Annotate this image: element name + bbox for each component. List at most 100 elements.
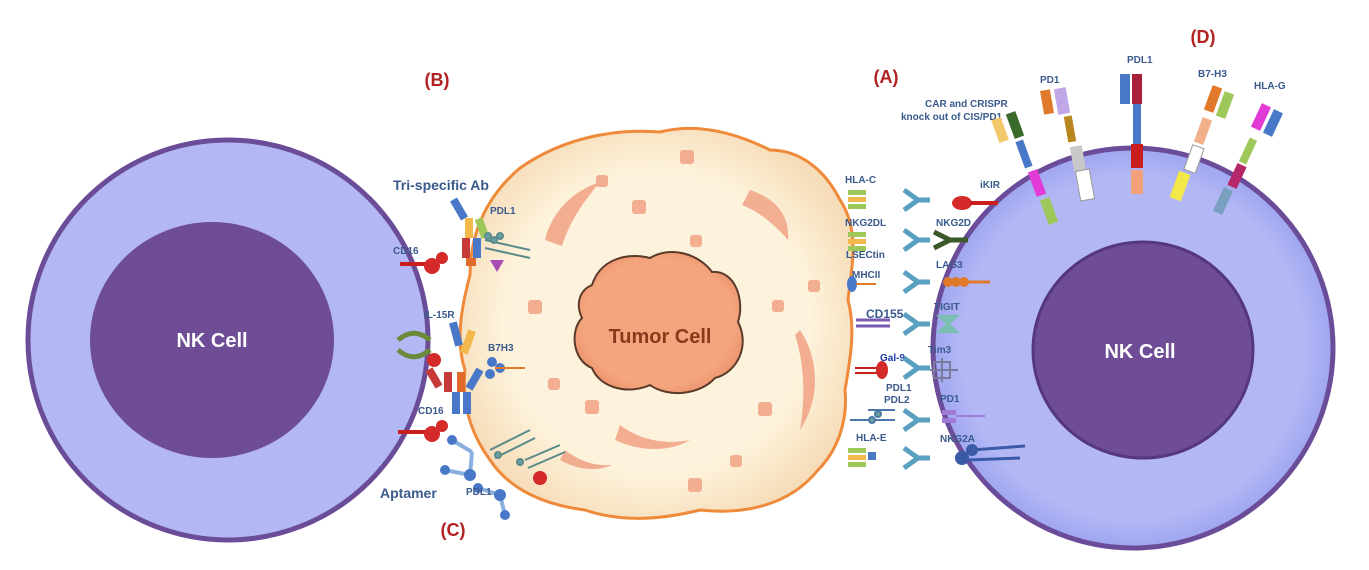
panel-label-a: (A) — [874, 67, 899, 87]
gal9-label: Gal-9 — [880, 353, 905, 364]
tim3-label: Tim3 — [928, 345, 952, 356]
panel-label-b: (B) — [425, 70, 450, 90]
car-crispr-line2: knock out of CIS/PD1 — [901, 112, 1003, 123]
trispecific-ab-label: Tri-specific Ab — [393, 177, 489, 193]
hlae-label: HLA-E — [856, 433, 887, 444]
nkg2a-label: NKG2A — [940, 434, 975, 445]
nk-cell-left: NK Cell — [25, 137, 431, 543]
vesicle — [758, 402, 772, 416]
pdl1-top-left-label: PDL1 — [490, 206, 516, 217]
organelle — [615, 425, 690, 449]
vesicle — [730, 455, 742, 467]
nk-cell-right-nucleus — [1031, 240, 1255, 460]
cd16-bead — [427, 353, 441, 367]
car-construct-2 — [1039, 87, 1096, 202]
b7h3-receptor-left — [485, 357, 525, 379]
organelle — [545, 182, 600, 246]
cd16-receptor-top — [400, 252, 448, 274]
ikir-label: iKIR — [980, 180, 1001, 191]
receptor-ligand-pairs: HLA-C iKIR NKG2DL NKG2D LSECtin — [845, 175, 1026, 471]
b7h3-left-label: B7H3 — [488, 343, 514, 354]
vesicle — [808, 280, 820, 292]
pdl1-marker-icon — [490, 260, 504, 272]
tim3-receptor — [930, 358, 958, 382]
hlag-label: HLA-G — [1254, 81, 1286, 92]
organelle — [795, 330, 815, 430]
pdl1-receptor-top-left — [484, 232, 531, 259]
hlac-ligand — [848, 190, 866, 209]
gal9-ligand — [855, 348, 888, 379]
blocking-antibody-1 — [902, 187, 930, 213]
lsectin-label: LSECtin — [846, 250, 885, 261]
hlac-label: HLA-C — [845, 175, 876, 186]
nk-cell-right-label: NK Cell — [1104, 341, 1175, 363]
tigit-label: TIGIT — [934, 302, 960, 313]
pd1-right-label: PD1 — [940, 394, 960, 405]
aptamer-binding-dot — [533, 471, 547, 485]
blocking-antibody-2 — [902, 227, 930, 253]
pdl1-receptor-bottom-left — [489, 429, 566, 469]
mhcii-label: MHCII — [852, 270, 881, 281]
vesicle — [585, 400, 599, 414]
nkg2a-receptor — [955, 444, 1026, 465]
trispecific-antibody-bottom — [425, 367, 484, 414]
cd155-label: CD155 — [866, 307, 904, 321]
tumor-cell-nucleus — [573, 251, 744, 395]
nkg2d-label: NKG2D — [936, 218, 971, 229]
vesicle — [548, 378, 560, 390]
cd16-top-label: CD16 — [393, 246, 419, 257]
nk-cell-left-nucleus — [90, 222, 334, 458]
blocking-antibody-3 — [902, 269, 930, 295]
cd16-receptor-bottom — [398, 420, 448, 442]
blocking-antibody-5 — [902, 355, 930, 381]
cd16-bottom-label: CD16 — [418, 406, 444, 417]
organelle — [742, 190, 789, 240]
car-construct-4 — [1169, 85, 1235, 202]
car-construct-1 — [991, 111, 1059, 225]
pdl2-label: PDL2 — [884, 395, 910, 406]
car-construct-5 — [1212, 103, 1284, 215]
lag3-label: LAG3 — [936, 260, 963, 271]
aptamer-molecules — [440, 435, 510, 520]
blocking-antibody-6 — [902, 407, 930, 433]
vesicle — [690, 235, 702, 247]
ikir-receptor — [952, 196, 998, 210]
tumor-cell: Tumor Cell — [458, 127, 855, 520]
lag3-receptor — [943, 277, 990, 287]
pdl1-right-label: PDL1 — [886, 383, 912, 394]
pd1-receptor — [942, 410, 985, 423]
vesicle — [688, 478, 702, 492]
vesicle — [680, 150, 694, 164]
hlae-ligand — [848, 448, 876, 467]
vesicle — [772, 300, 784, 312]
vesicle — [596, 175, 608, 187]
aptamer-label: Aptamer — [380, 485, 437, 501]
pdl1-top-right-label: PDL1 — [1127, 55, 1153, 66]
pdl1-bottom-left-label: PDL1 — [466, 487, 492, 498]
nkg2dl-label: NKG2DL — [845, 218, 886, 229]
tumor-organelles — [528, 150, 820, 492]
il15r-label: IL-15R — [424, 310, 455, 321]
nkg2d-receptor — [932, 229, 968, 251]
blocking-antibody-7 — [902, 445, 930, 471]
trispecific-antibody-group: Tri-specific Ab PDL1 CD16 IL-15R — [380, 177, 566, 520]
car-constructs: CAR and CRISPR knock out of CIS/PD1 PD1 … — [901, 55, 1286, 225]
nk-cell-right: NK Cell — [930, 145, 1336, 551]
tumor-cell-label: Tumor Cell — [609, 326, 712, 348]
mhcii-ligand — [847, 276, 876, 292]
blocking-antibody-4 — [902, 311, 930, 337]
organelle — [560, 450, 612, 470]
tigit-receptor — [936, 315, 960, 333]
nk-cell-left-label: NK Cell — [176, 330, 247, 352]
vesicle — [632, 200, 646, 214]
vesicle — [528, 300, 542, 314]
car-construct-3 — [1120, 74, 1143, 194]
panel-label-c: (C) — [441, 520, 466, 540]
il15r-receptor — [396, 321, 476, 360]
car-crispr-line1: CAR and CRISPR — [925, 99, 1009, 110]
pd1-top-label: PD1 — [1040, 75, 1060, 86]
cd155-ligand — [856, 318, 890, 328]
panel-label-d: (D) — [1191, 27, 1216, 47]
nkg2dl-ligand — [848, 232, 866, 251]
